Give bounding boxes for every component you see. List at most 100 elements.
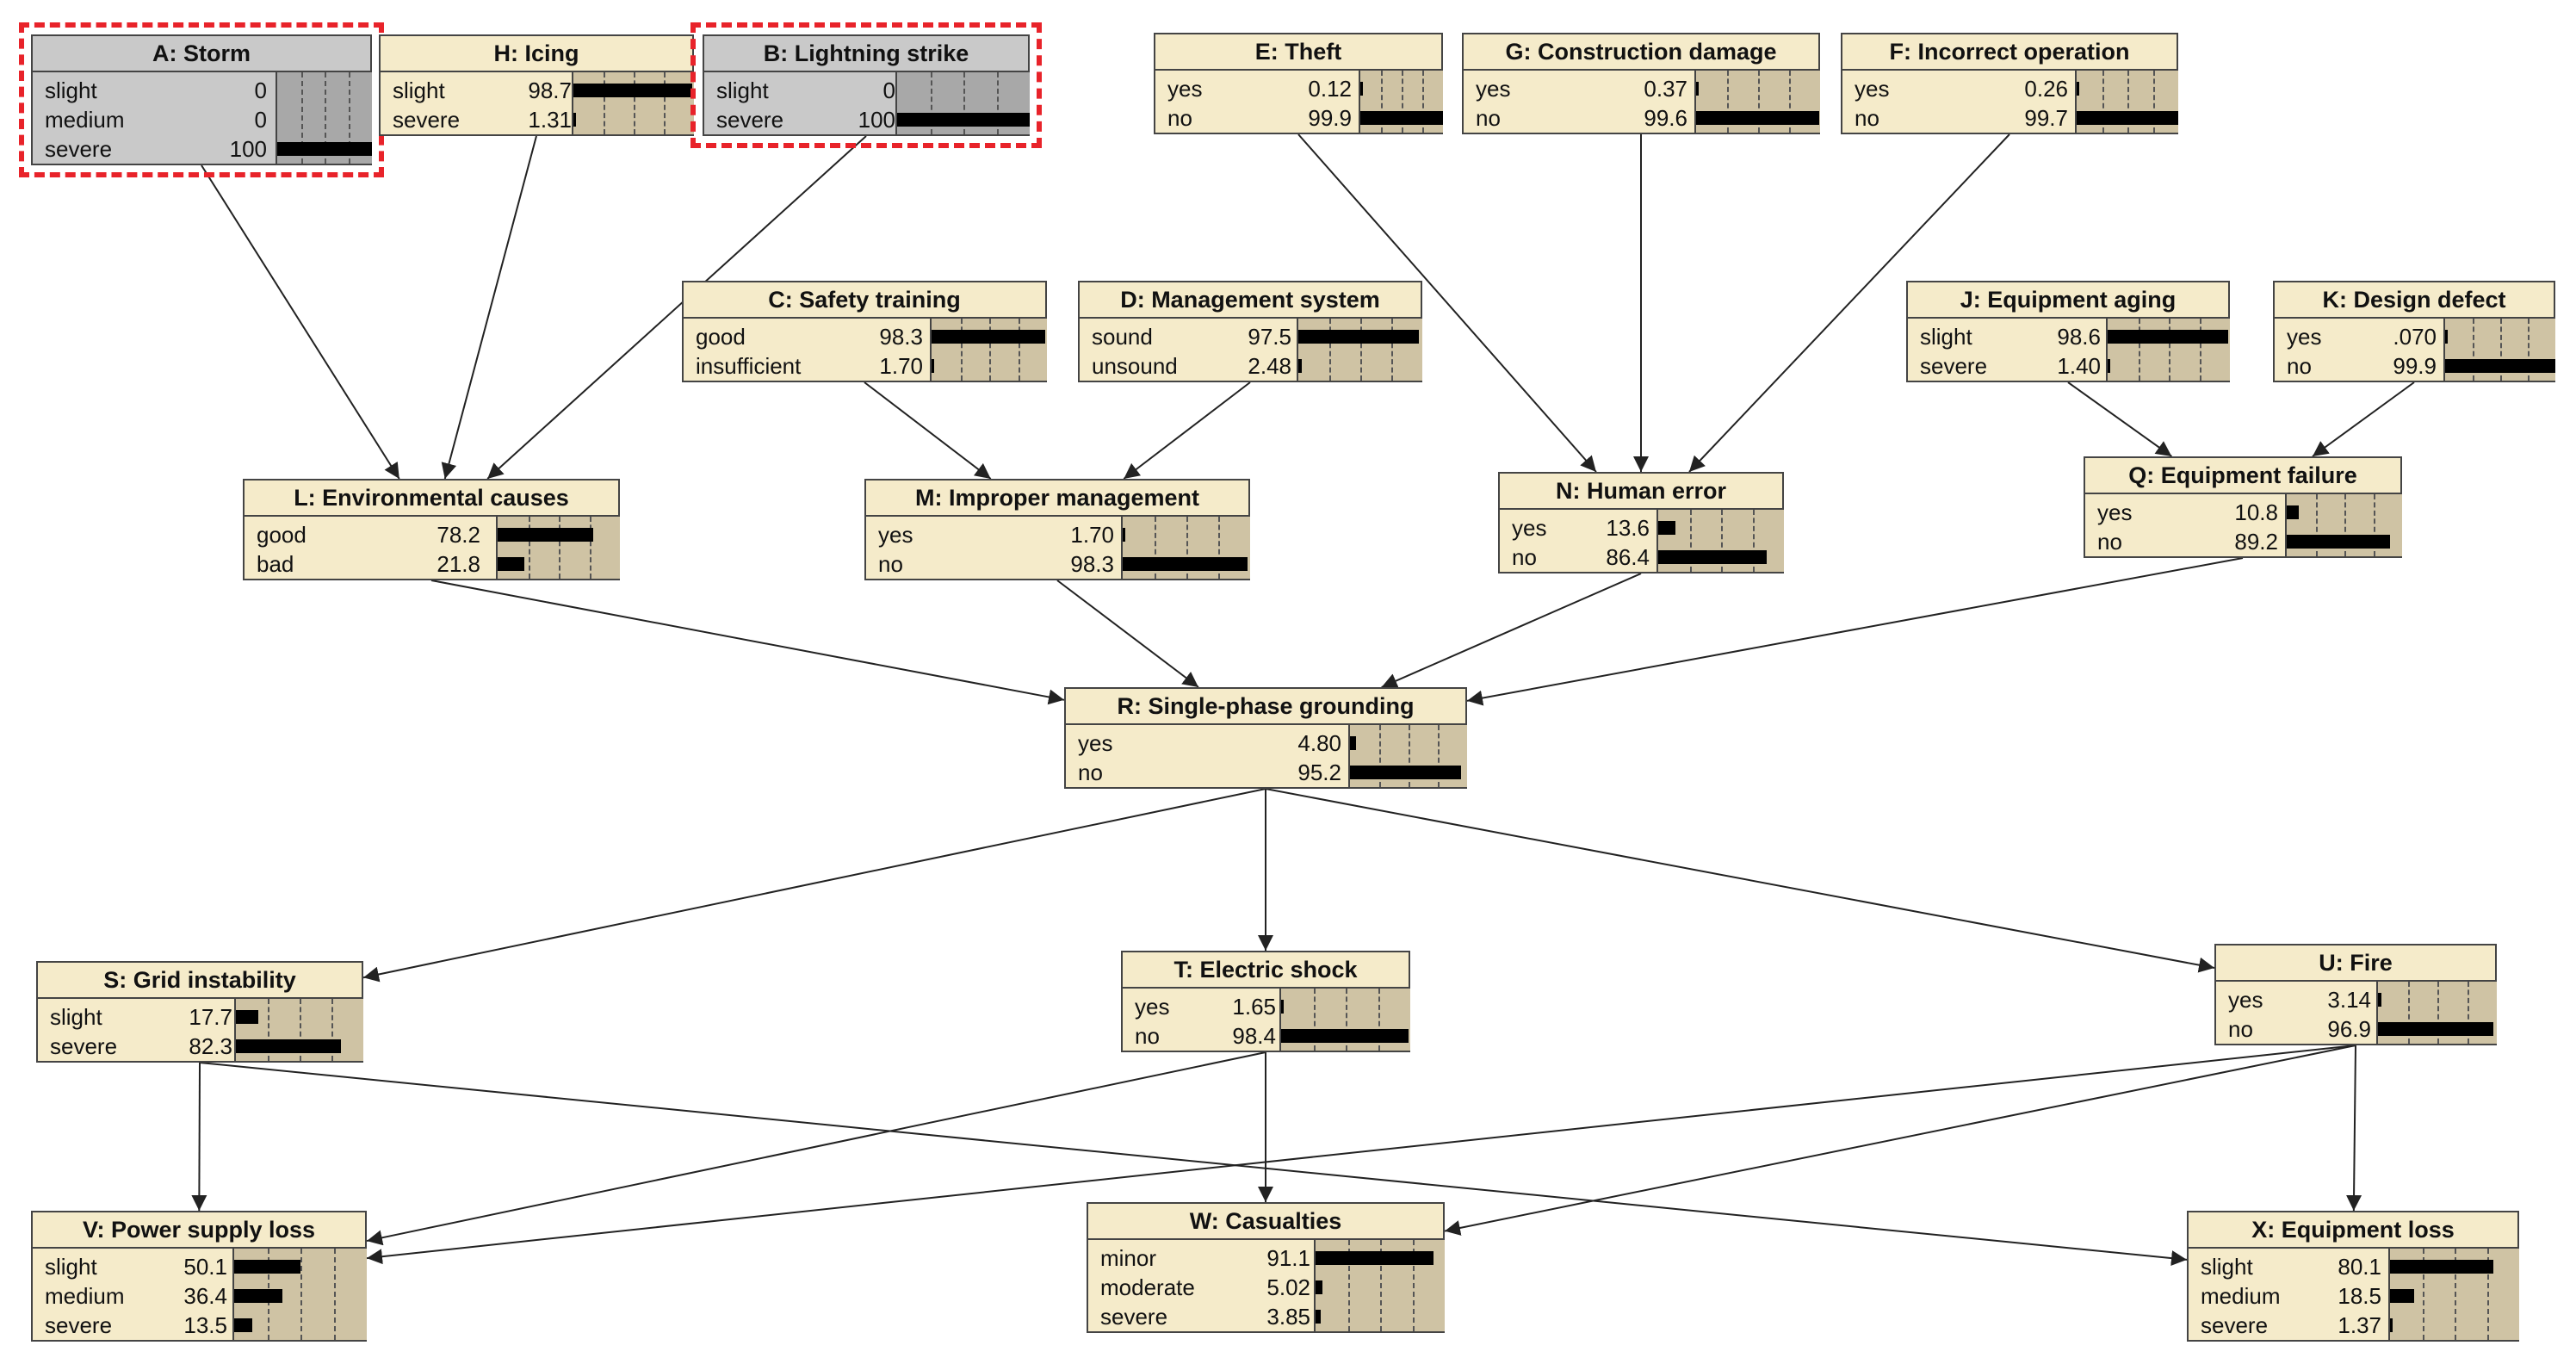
state-probability: 10.8 <box>2234 499 2278 525</box>
state-name: insufficient <box>696 353 802 379</box>
belief-bars <box>572 72 694 134</box>
gridline <box>2500 319 2502 381</box>
state-probability: 99.9 <box>1308 105 1352 131</box>
edge-t-v <box>366 1051 1266 1246</box>
node-title: V: Power supply loss <box>33 1212 365 1249</box>
node-title: H: Icing <box>381 36 692 72</box>
state-probability: 0.37 <box>1644 76 1687 102</box>
gridline <box>1155 517 1156 579</box>
gridline <box>1789 71 1791 133</box>
node-title: J: Equipment aging <box>1908 282 2228 319</box>
probability-bar <box>2077 82 2079 96</box>
gridline <box>604 72 605 134</box>
probability-bar <box>1350 736 1356 750</box>
state-name: no <box>1078 760 1103 785</box>
belief-bars <box>2285 494 2402 556</box>
state-probability: 98.4 <box>1232 1023 1276 1049</box>
gridline <box>1329 319 1331 381</box>
state-name: severe <box>1920 353 1988 379</box>
gridline <box>2455 1249 2456 1340</box>
state-name: yes <box>1855 76 1890 102</box>
state-row-insufficient[interactable]: insufficient 1.70 <box>684 351 1045 381</box>
state-row-yes[interactable]: yes.070 <box>2275 322 2554 351</box>
edge-m-r <box>1056 580 1199 688</box>
state-probability: 96.9 <box>2327 1016 2371 1042</box>
state-probability: 3.85 <box>1266 1304 1310 1330</box>
probability-bar <box>2108 330 2228 344</box>
edge-u-v <box>366 1045 2356 1265</box>
gridline <box>300 999 301 1061</box>
gridline <box>300 1249 302 1340</box>
state-probability: 1.70 <box>879 353 923 379</box>
state-name: yes <box>2287 324 2322 350</box>
state-name: yes <box>1512 515 1547 541</box>
node-title: N: Human error <box>1500 474 1782 510</box>
